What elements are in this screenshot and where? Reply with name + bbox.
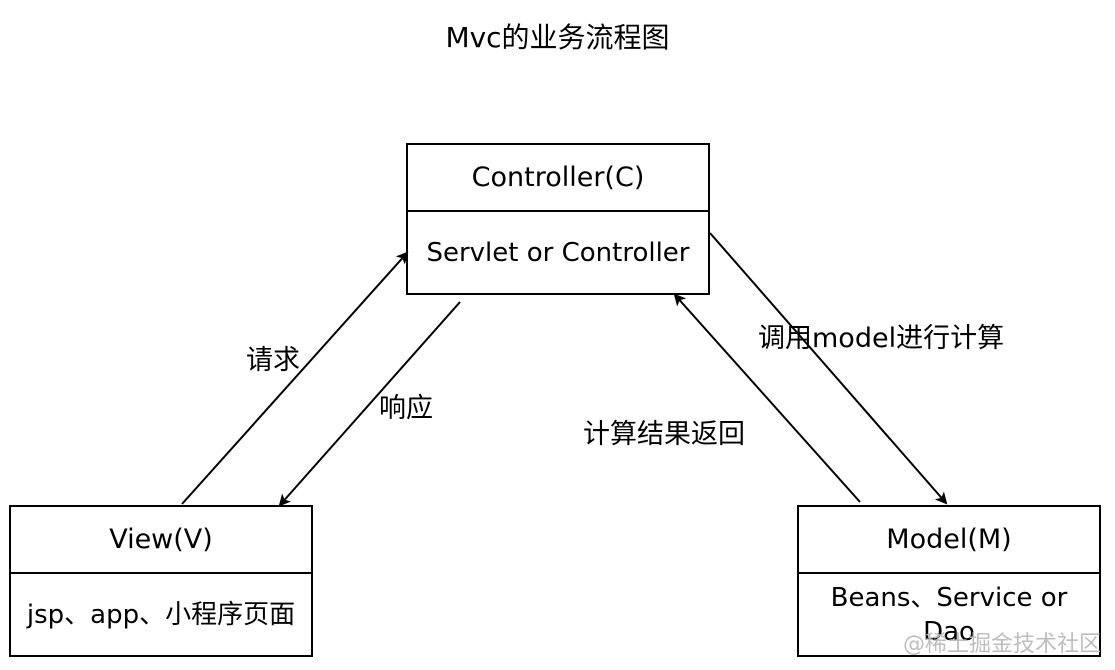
controller-node: Controller(C) Servlet or Controller <box>406 143 710 295</box>
edge-label-response: 响应 <box>379 393 433 424</box>
result-return-arrow <box>673 293 861 503</box>
edge-label-call-model: 调用model进行计算 <box>758 323 1005 354</box>
response-arrow <box>278 301 461 507</box>
controller-node-body: Servlet or Controller <box>426 237 690 268</box>
edge-label-request: 请求 <box>246 345 300 376</box>
model-node-body: Beans、Service or Dao <box>830 582 1068 647</box>
model-node: Model(M) Beans、Service or Dao <box>797 505 1101 657</box>
diagram-title: Mvc的业务流程图 <box>445 21 670 54</box>
call-model-arrow <box>709 232 948 505</box>
model-node-title: Model(M) <box>799 507 1099 574</box>
view-node: View(V) jsp、app、小程序页面 <box>9 505 313 657</box>
request-arrow <box>181 251 409 505</box>
watermark: @稀土掘金技术社区 <box>902 632 1101 657</box>
view-node-title: View(V) <box>11 507 311 574</box>
controller-node-title: Controller(C) <box>408 145 708 212</box>
view-node-body: jsp、app、小程序页面 <box>26 599 296 630</box>
edge-label-result-return: 计算结果返回 <box>583 419 745 450</box>
